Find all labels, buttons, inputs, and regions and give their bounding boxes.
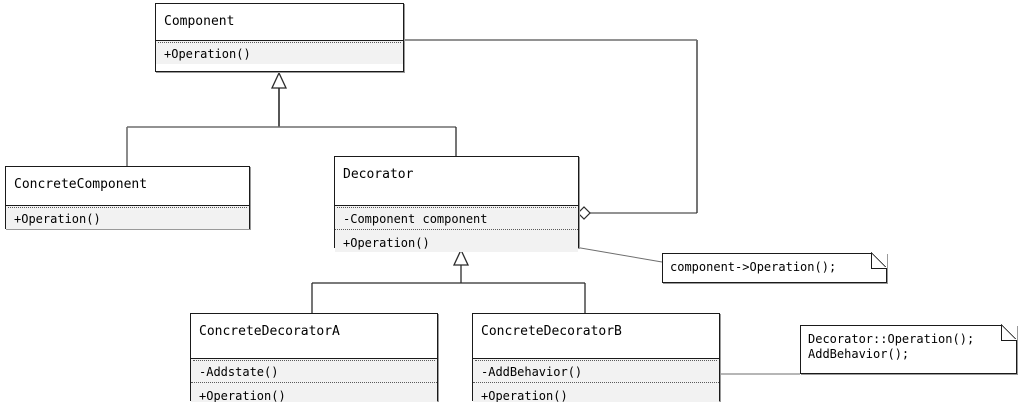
class-name-concrete-decorator-a: ConcreteDecoratorA	[191, 314, 437, 358]
note-fold-corner-icon	[871, 252, 887, 269]
note-text: Decorator::Operation(); AddBehavior();	[808, 332, 975, 361]
operation-item: +Operation()	[473, 382, 719, 402]
attribute-item: -Addstate()	[191, 359, 437, 382]
class-box-concrete-component[interactable]: ConcreteComponent +Operation()	[5, 166, 250, 229]
attribute-item: -AddBehavior()	[473, 359, 719, 382]
attribute-item: -Component component	[335, 206, 578, 229]
operation-item: +Operation()	[335, 229, 578, 252]
class-box-decorator[interactable]: Decorator -Component component +Operatio…	[334, 156, 579, 252]
note-decorator-operation[interactable]: component->Operation();	[662, 252, 887, 283]
generalization-to-decorator	[311, 248, 586, 313]
generalization-to-component	[126, 71, 457, 166]
class-box-component[interactable]: Component +Operation()	[155, 3, 404, 72]
members-compartment-concrete-decorator-a: -Addstate() +Operation()	[191, 358, 437, 402]
operations-compartment-concrete-component: +Operation()	[6, 205, 249, 229]
operations-compartment-component: +Operation()	[156, 40, 403, 64]
note-text: component->Operation();	[670, 260, 837, 274]
class-name-component: Component	[156, 4, 403, 40]
members-compartment-decorator: -Component component +Operation()	[335, 205, 578, 252]
class-box-concrete-decorator-a[interactable]: ConcreteDecoratorA -Addstate() +Operatio…	[190, 313, 438, 402]
note-concrete-decorator-b-operation[interactable]: Decorator::Operation(); AddBehavior();	[800, 324, 1017, 374]
operation-item: +Operation()	[156, 41, 403, 64]
operation-item: +Operation()	[191, 382, 437, 402]
operation-item: +Operation()	[6, 206, 249, 229]
note-fold-corner-icon	[1001, 324, 1017, 341]
class-box-concrete-decorator-b[interactable]: ConcreteDecoratorB -AddBehavior() +Opera…	[472, 313, 720, 402]
class-name-concrete-decorator-b: ConcreteDecoratorB	[473, 314, 719, 358]
class-name-concrete-component: ConcreteComponent	[6, 167, 249, 205]
members-compartment-concrete-decorator-b: -AddBehavior() +Operation()	[473, 358, 719, 402]
class-name-decorator: Decorator	[335, 157, 578, 205]
